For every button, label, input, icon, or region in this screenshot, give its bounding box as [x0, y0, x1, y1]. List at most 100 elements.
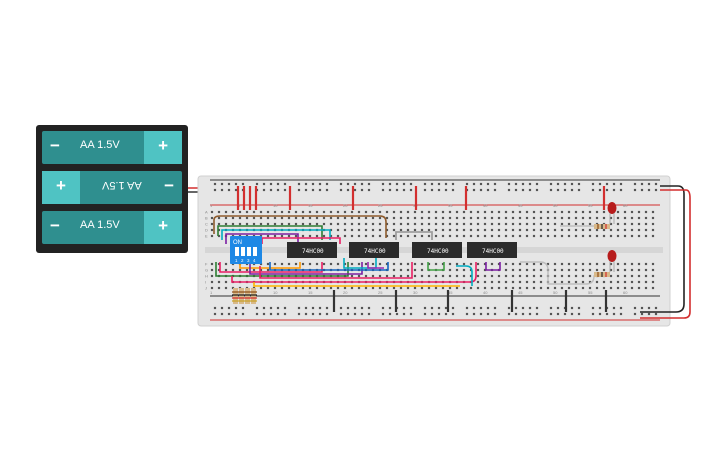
breadboard-hole[interactable]: [539, 222, 543, 226]
breadboard-hole[interactable]: [507, 306, 511, 310]
breadboard-hole[interactable]: [434, 262, 438, 266]
breadboard-hole[interactable]: [472, 312, 476, 316]
breadboard-hole[interactable]: [616, 268, 620, 272]
breadboard-hole[interactable]: [301, 234, 305, 238]
breadboard-hole[interactable]: [252, 268, 256, 272]
breadboard-hole[interactable]: [406, 216, 410, 220]
breadboard-hole[interactable]: [420, 286, 424, 290]
breadboard-hole[interactable]: [325, 182, 329, 186]
breadboard-hole[interactable]: [413, 268, 417, 272]
breadboard-hole[interactable]: [490, 222, 494, 226]
breadboard-hole[interactable]: [315, 262, 319, 266]
breadboard-hole[interactable]: [581, 274, 585, 278]
breadboard-hole[interactable]: [364, 286, 368, 290]
breadboard-hole[interactable]: [420, 210, 424, 214]
breadboard-hole[interactable]: [640, 182, 644, 186]
breadboard-hole[interactable]: [238, 210, 242, 214]
breadboard-hole[interactable]: [637, 222, 641, 226]
breadboard-hole[interactable]: [392, 222, 396, 226]
breadboard-hole[interactable]: [371, 222, 375, 226]
breadboard-hole[interactable]: [490, 234, 494, 238]
breadboard-hole[interactable]: [465, 312, 469, 316]
breadboard-hole[interactable]: [609, 268, 613, 272]
breadboard-hole[interactable]: [455, 228, 459, 232]
breadboard-hole[interactable]: [588, 216, 592, 220]
breadboard-hole[interactable]: [385, 222, 389, 226]
breadboard-hole[interactable]: [497, 222, 501, 226]
wire-pink[interactable]: [219, 262, 323, 273]
breadboard-hole[interactable]: [234, 306, 238, 310]
breadboard-hole[interactable]: [567, 274, 571, 278]
breadboard-hole[interactable]: [497, 274, 501, 278]
breadboard-hole[interactable]: [521, 182, 525, 186]
breadboard-hole[interactable]: [511, 216, 515, 220]
breadboard-hole[interactable]: [308, 210, 312, 214]
breadboard-hole[interactable]: [315, 234, 319, 238]
breadboard-hole[interactable]: [567, 268, 571, 272]
breadboard-hole[interactable]: [511, 286, 515, 290]
breadboard-hole[interactable]: [378, 286, 382, 290]
breadboard-hole[interactable]: [511, 234, 515, 238]
wire-green[interactable]: [215, 262, 349, 277]
breadboard-hole[interactable]: [423, 188, 427, 192]
breadboard-hole[interactable]: [339, 306, 343, 310]
breadboard-hole[interactable]: [476, 262, 480, 266]
breadboard-hole[interactable]: [535, 306, 539, 310]
breadboard-hole[interactable]: [483, 210, 487, 214]
breadboard-hole[interactable]: [588, 286, 592, 290]
breadboard-hole[interactable]: [497, 280, 501, 284]
breadboard-hole[interactable]: [535, 188, 539, 192]
breadboard-hole[interactable]: [259, 222, 263, 226]
breadboard-hole[interactable]: [329, 222, 333, 226]
breadboard-hole[interactable]: [469, 210, 473, 214]
breadboard-hole[interactable]: [357, 216, 361, 220]
breadboard-hole[interactable]: [588, 222, 592, 226]
breadboard-hole[interactable]: [504, 228, 508, 232]
breadboard-hole[interactable]: [539, 280, 543, 284]
breadboard-hole[interactable]: [588, 234, 592, 238]
battery-cell-2[interactable]: + AA 1.5V −: [42, 171, 182, 204]
breadboard-hole[interactable]: [532, 228, 536, 232]
breadboard-hole[interactable]: [430, 306, 434, 310]
battery-holder[interactable]: − AA 1.5V + + AA 1.5V − − AA 1.5V +: [36, 125, 188, 253]
breadboard-hole[interactable]: [395, 188, 399, 192]
breadboard-hole[interactable]: [350, 262, 354, 266]
breadboard-hole[interactable]: [567, 228, 571, 232]
breadboard-hole[interactable]: [637, 216, 641, 220]
breadboard-hole[interactable]: [329, 262, 333, 266]
breadboard-hole[interactable]: [280, 216, 284, 220]
breadboard-hole[interactable]: [462, 268, 466, 272]
breadboard-hole[interactable]: [210, 216, 214, 220]
breadboard-hole[interactable]: [420, 234, 424, 238]
breadboard-hole[interactable]: [350, 286, 354, 290]
breadboard-hole[interactable]: [297, 188, 301, 192]
breadboard-hole[interactable]: [462, 286, 466, 290]
breadboard-hole[interactable]: [388, 188, 392, 192]
breadboard-hole[interactable]: [227, 188, 231, 192]
breadboard-hole[interactable]: [406, 268, 410, 272]
wire-cyan[interactable]: [221, 229, 331, 240]
breadboard-hole[interactable]: [287, 210, 291, 214]
breadboard-hole[interactable]: [385, 274, 389, 278]
breadboard-hole[interactable]: [616, 286, 620, 290]
breadboard-hole[interactable]: [462, 234, 466, 238]
breadboard-hole[interactable]: [532, 274, 536, 278]
breadboard-hole[interactable]: [402, 188, 406, 192]
breadboard-hole[interactable]: [605, 312, 609, 316]
breadboard-hole[interactable]: [364, 222, 368, 226]
breadboard-hole[interactable]: [427, 222, 431, 226]
breadboard-hole[interactable]: [532, 286, 536, 290]
breadboard-hole[interactable]: [329, 234, 333, 238]
breadboard-hole[interactable]: [350, 216, 354, 220]
breadboard-hole[interactable]: [630, 210, 634, 214]
breadboard-hole[interactable]: [479, 312, 483, 316]
breadboard-hole[interactable]: [448, 268, 452, 272]
breadboard-hole[interactable]: [469, 234, 473, 238]
breadboard-hole[interactable]: [504, 274, 508, 278]
breadboard-hole[interactable]: [266, 262, 270, 266]
breadboard-hole[interactable]: [231, 216, 235, 220]
breadboard-hole[interactable]: [406, 222, 410, 226]
breadboard-hole[interactable]: [427, 216, 431, 220]
breadboard-hole[interactable]: [493, 312, 497, 316]
breadboard-hole[interactable]: [616, 210, 620, 214]
